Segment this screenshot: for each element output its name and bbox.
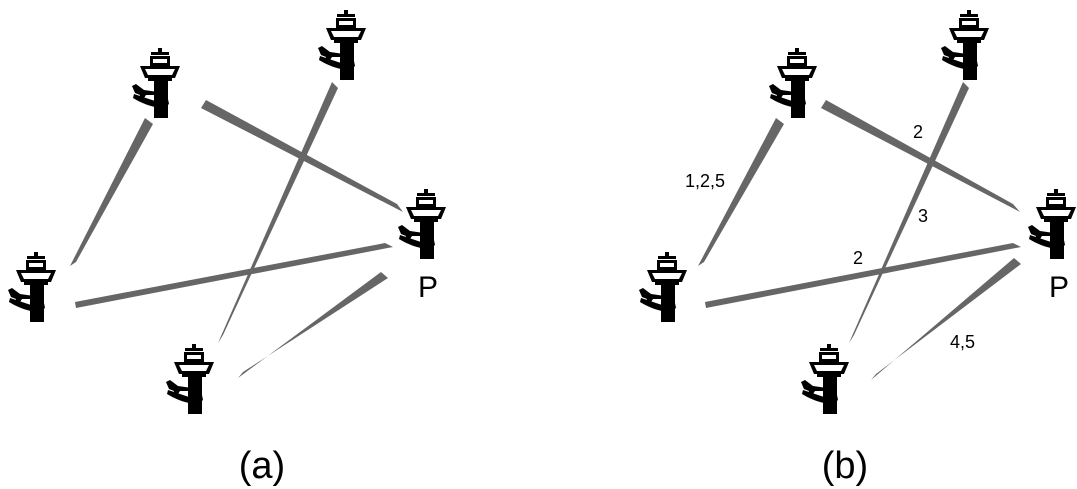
edge-b-n2-n4: [849, 82, 969, 343]
panel-a: P (a): [8, 10, 446, 487]
airport-control-tower-icon: [318, 10, 366, 80]
panel-caption: (a): [239, 445, 285, 487]
edge-b-n1-n3: [698, 118, 784, 266]
airport-control-tower-icon: [1028, 189, 1076, 259]
panel-caption: (b): [822, 445, 868, 487]
nodes-a: [8, 10, 446, 414]
edges-a: [70, 82, 403, 378]
edges-b: [698, 82, 1021, 380]
edge-b-n1-p: [821, 100, 1020, 212]
edge-a-n4-p: [238, 272, 388, 378]
airport-control-tower-icon: [132, 48, 180, 118]
edge-label: 4,5: [950, 332, 975, 352]
nodes-b: [639, 10, 1076, 414]
edge-b-n4-p: [871, 258, 1021, 380]
airport-control-tower-icon: [639, 252, 687, 322]
airport-control-tower-icon: [166, 344, 214, 414]
edge-label: 2: [913, 122, 923, 142]
edge-label: 3: [918, 206, 928, 226]
edge-label: 1,2,5: [685, 171, 725, 191]
edge-b-n3-p: [705, 243, 1021, 308]
airport-control-tower-icon: [941, 10, 989, 80]
edge-label: 2: [853, 248, 863, 268]
node-label-p: P: [1049, 271, 1069, 304]
edge-a-n2-n4: [218, 82, 338, 343]
airport-control-tower-icon: [8, 252, 56, 322]
airport-control-tower-icon: [801, 344, 849, 414]
panel-b: 2 1,2,5 3 2 4,5 P (b): [639, 10, 1076, 487]
edge-labels-b: 2 1,2,5 3 2 4,5: [685, 122, 975, 352]
airport-control-tower-icon: [769, 48, 817, 118]
edge-a-n3-p: [75, 243, 393, 308]
node-label-p: P: [418, 271, 438, 304]
airport-control-tower-icon: [398, 189, 446, 259]
edge-a-n1-n3: [70, 118, 153, 266]
